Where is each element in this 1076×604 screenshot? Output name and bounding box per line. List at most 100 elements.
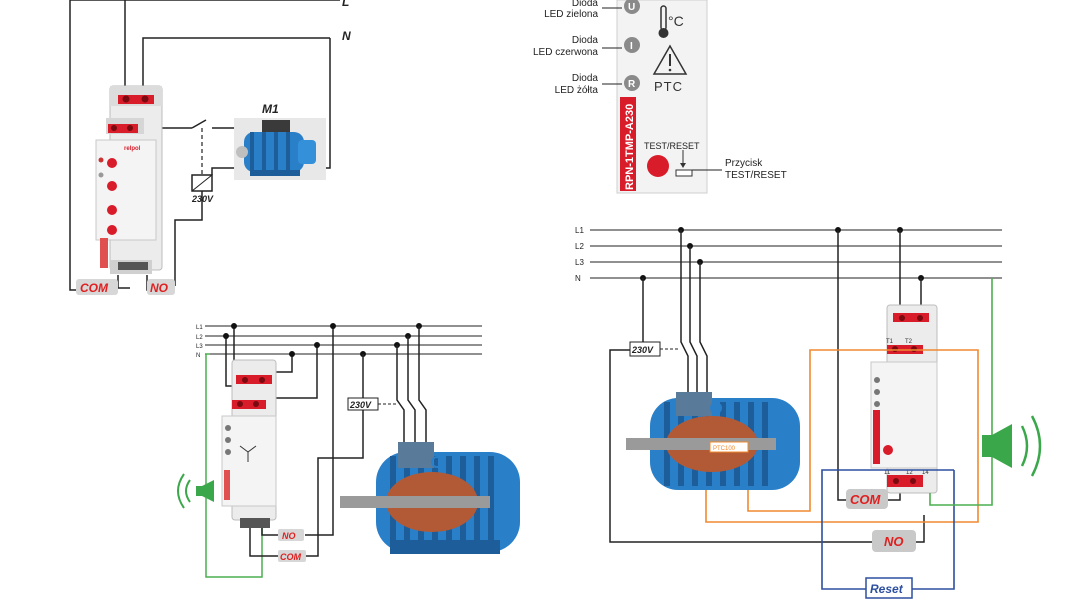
label-N: N (342, 29, 351, 43)
no-label-1: NO (150, 281, 169, 295)
wire-d3-reset (821, 469, 955, 590)
reset-box (865, 577, 913, 599)
ptc-sensor-box (709, 441, 749, 453)
yellow-led-line2: LED żółta (555, 85, 599, 96)
terminal-T2: T2 (905, 339, 913, 345)
relay-module-1: relpol (95, 85, 163, 274)
motor-m1: M1 (234, 102, 326, 180)
diagram-2-three-phase: L1 L2 L3 N 230V (177, 323, 520, 578)
led-I-letter: I (630, 41, 633, 52)
com-label-3: COM (850, 492, 882, 507)
wire-d2-phase3 (418, 326, 427, 445)
bus-dots-3 (640, 227, 924, 281)
relay-module-3: T1 T2 11 12 14 (870, 304, 938, 494)
motor-cutaway-3 (626, 392, 800, 490)
bus-label-N-3: N (575, 274, 581, 283)
terminal-11: 11 (884, 470, 891, 476)
led-red-I (624, 37, 640, 53)
temp-unit: °C (668, 13, 684, 29)
bus-label-L2-2: L2 (196, 335, 203, 341)
wire-d3-ptc-a (705, 349, 979, 523)
reset-label: Reset (870, 582, 904, 596)
relay-module-2 (221, 359, 277, 528)
button-glyph-icon (675, 169, 693, 177)
wire-d2-coil-bottom (305, 410, 364, 557)
com-box-3 (846, 489, 888, 509)
com-label-1: COM (80, 281, 109, 295)
bus-lines-3 (590, 229, 1002, 279)
contactor-switch (191, 119, 207, 129)
horn-icon-3 (982, 415, 1042, 477)
wire-d2-green-b (249, 528, 278, 557)
red-led-line1: Dioda (572, 35, 599, 46)
button-line1: Przycisk (725, 158, 763, 169)
wire-d3-phase2 (689, 246, 698, 400)
arrow-head (680, 163, 686, 168)
no-label-2: NO (282, 531, 296, 541)
ptc-sensor-label: PTC100 (713, 446, 736, 452)
ptc-text: PTC (654, 79, 683, 94)
led-yellow-R (624, 75, 640, 91)
no-box-2 (278, 529, 304, 541)
test-reset-button[interactable] (647, 155, 669, 177)
label-L: L (342, 0, 349, 9)
wire-d2-phase1 (396, 345, 405, 445)
wire-d2-phase2 (407, 336, 416, 445)
wire-d2-no (261, 528, 278, 536)
com-box-1 (76, 279, 118, 295)
green-led-line2: LED zielona (544, 9, 598, 20)
contactor-voltage-2: 230V (349, 400, 372, 410)
terminal-T1: T1 (886, 339, 894, 345)
wire-d2-d (264, 345, 318, 399)
wire-COM (117, 275, 130, 289)
yellow-led-line1: Dioda (572, 73, 599, 84)
relpol-logo-1: relpol (124, 146, 141, 152)
model-band (620, 97, 636, 191)
diagram-1-single-phase: L N 230V relpol (69, 0, 351, 295)
thermometer-icon (658, 5, 669, 38)
bus-label-L1-3: L1 (575, 226, 584, 235)
led-R-letter: R (628, 79, 636, 90)
terminal-12: 12 (906, 470, 913, 476)
com-box-2 (278, 550, 306, 562)
bus-label-N-2: N (196, 353, 200, 359)
wire-N (142, 37, 330, 96)
wire-L (69, 0, 78, 291)
model-name: RPN-1TMP-A230 (624, 104, 636, 190)
wire-d3-phase3 (699, 262, 708, 400)
green-led-line1: Dioda (572, 0, 599, 9)
test-reset-text: TEST/RESET (644, 141, 700, 151)
coil-diagonal (191, 174, 213, 192)
wire-d3-green (929, 278, 993, 506)
button-line2: TEST/RESET (725, 170, 787, 181)
bus-label-L3-3: L3 (575, 258, 584, 267)
bus-lines-2 (205, 325, 482, 355)
wire-d2-e (305, 326, 334, 536)
com-label-2: COM (280, 552, 302, 562)
bus-label-L3-2: L3 (196, 344, 203, 350)
bus-label-L2-3: L2 (575, 242, 584, 251)
wire-coil-to-NO (174, 191, 203, 286)
led-green-U (624, 0, 640, 14)
wire-d3-com (837, 230, 846, 501)
wire-d3-coil (609, 349, 925, 543)
bus-label-L1-2: L1 (196, 325, 203, 331)
warning-triangle-icon (652, 44, 688, 75)
led-U-letter: U (628, 2, 635, 13)
bus-dots-2 (223, 323, 422, 357)
no-box-3 (872, 530, 916, 552)
terminal-14: 14 (922, 470, 929, 476)
no-box-1 (147, 279, 175, 295)
wire-d3-phase1 (680, 230, 689, 400)
motor-cutaway-2 (340, 442, 520, 554)
motor-label: M1 (262, 102, 279, 116)
diagram-3-ptc: L1 L2 L3 N 230V T1 T2 (575, 226, 1042, 599)
contactor-voltage-3: 230V (631, 345, 654, 355)
red-led-line2: LED czerwona (533, 47, 598, 58)
